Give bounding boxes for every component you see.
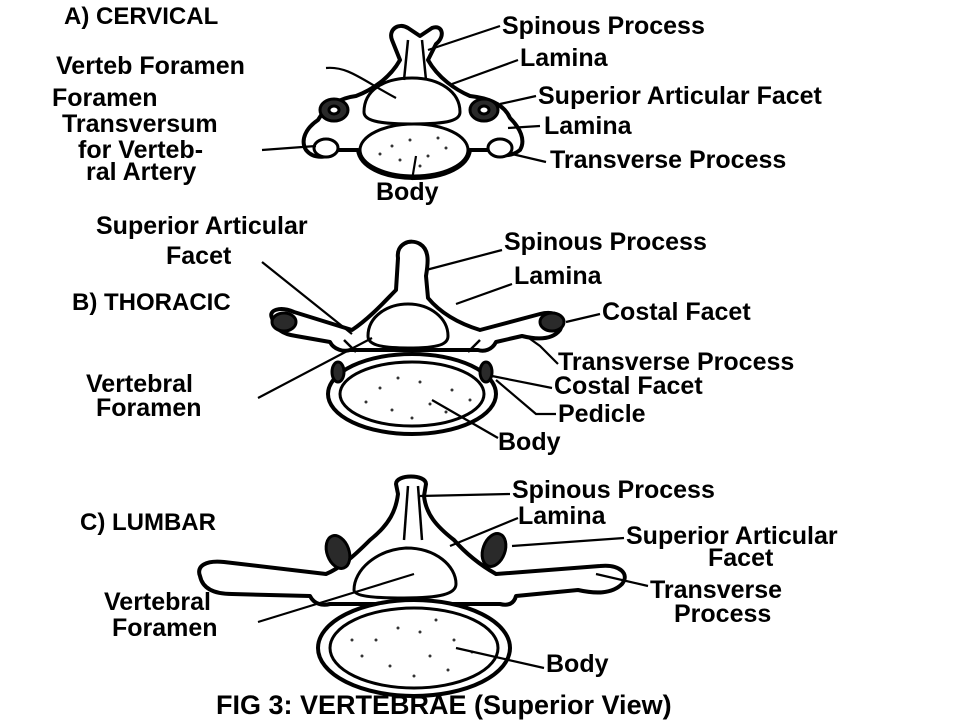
- cervical-transverse-label: Transverse Process: [550, 146, 786, 174]
- cervical-foramen-label-4: ral Artery: [86, 158, 196, 186]
- thoracic-sup-facet-label-1: Superior Articular: [96, 212, 308, 240]
- thoracic-sup-facet-label-2: Facet: [166, 242, 232, 270]
- cervical-spinous-label: Spinous Process: [502, 12, 705, 40]
- cervical-foramen-label-2: Transversum: [62, 110, 218, 138]
- cervical-lamina2-label: Lamina: [544, 112, 633, 140]
- lumbar-body-label: Body: [546, 650, 609, 678]
- thoracic-costal-facet-label-1: Costal Facet: [602, 298, 751, 326]
- thoracic-lamina-label: Lamina: [514, 262, 603, 290]
- thoracic-transverse-label: Transverse Process: [558, 348, 794, 376]
- thoracic-title: B) THORACIC: [72, 289, 231, 316]
- lumbar-spinous-label: Spinous Process: [512, 476, 715, 504]
- cervical-verteb-foramen-label: Verteb Foramen: [56, 52, 245, 80]
- thoracic-body-label: Body: [498, 428, 561, 456]
- cervical-body-label: Body: [376, 178, 439, 206]
- thoracic-pedicle-label: Pedicle: [558, 400, 646, 428]
- lumbar-title: C) LUMBAR: [80, 509, 216, 536]
- cervical-lamina-label: Lamina: [520, 44, 609, 72]
- thoracic-vf-label-2: Foramen: [96, 394, 202, 422]
- cervical-foramen-label-1: Foramen: [52, 84, 158, 112]
- lumbar-vertebra: [197, 474, 627, 698]
- lumbar-transverse-label-1: Transverse: [650, 576, 782, 604]
- cervical-sup-facet-label: Superior Articular Facet: [538, 82, 823, 110]
- thoracic-costal-facet-label-2: Costal Facet: [554, 372, 703, 400]
- thoracic-vf-label-1: Vertebral: [86, 370, 193, 398]
- cervical-vertebra: [301, 23, 525, 180]
- lumbar-sup-facet-label-1: Superior Articular: [626, 522, 838, 550]
- lumbar-transverse-label-2: Process: [674, 600, 771, 628]
- figure-caption: FIG 3: VERTEBRAE (Superior View): [216, 690, 672, 720]
- lumbar-vf-label-1: Vertebral: [104, 588, 211, 616]
- lumbar-sup-facet-label-2: Facet: [708, 544, 774, 572]
- cervical-foramen-label-3: for Verteb-: [78, 136, 203, 164]
- lumbar-vf-label-2: Foramen: [112, 614, 218, 642]
- lumbar-lamina-label: Lamina: [518, 502, 607, 530]
- cervical-title: A) CERVICAL: [64, 3, 218, 30]
- thoracic-spinous-label: Spinous Process: [504, 228, 707, 256]
